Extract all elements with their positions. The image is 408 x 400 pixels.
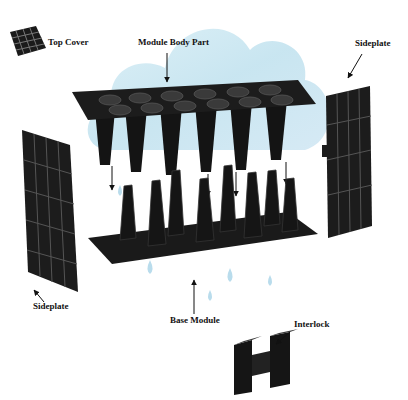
part-label: Top Cover <box>48 38 88 48</box>
sideplate-left <box>22 130 78 292</box>
part-label: Interlock <box>294 320 330 330</box>
part-label: Sideplate <box>355 39 391 49</box>
top-cover <box>10 26 46 56</box>
leader-arrows <box>34 53 362 344</box>
part-label: Base Module <box>170 316 220 326</box>
module-body <box>72 80 316 175</box>
base-module <box>88 165 318 264</box>
sideplate-right <box>322 86 372 238</box>
interlock <box>234 329 298 395</box>
part-label: Module Body Part <box>138 38 209 48</box>
part-label: Sideplate <box>33 302 69 312</box>
